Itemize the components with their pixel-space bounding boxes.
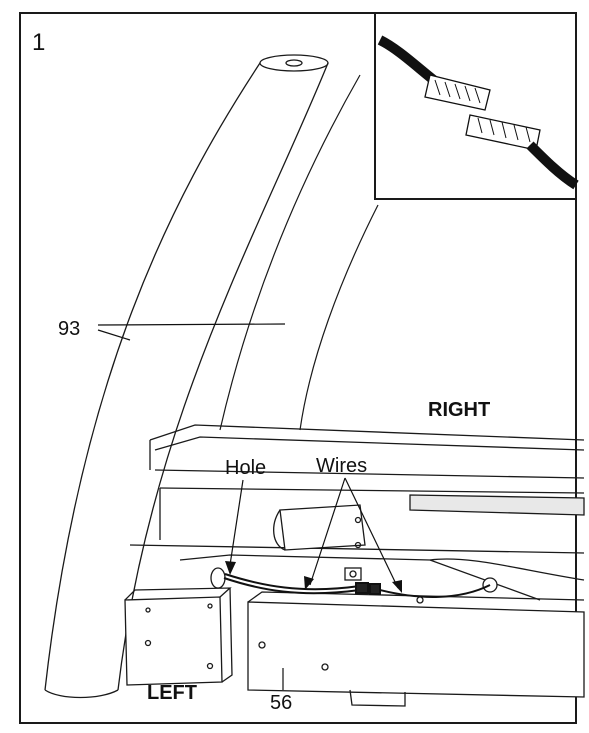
label-left: LEFT	[147, 682, 197, 704]
step-number: 1	[32, 29, 45, 56]
label-wires: Wires	[316, 455, 367, 477]
inset-detail	[375, 13, 576, 199]
part-label-56: 56	[270, 692, 292, 714]
part-label-93: 93	[58, 318, 80, 340]
label-right: RIGHT	[428, 399, 490, 421]
upright-93-second	[220, 75, 378, 430]
label-hole: Hole	[225, 457, 266, 479]
